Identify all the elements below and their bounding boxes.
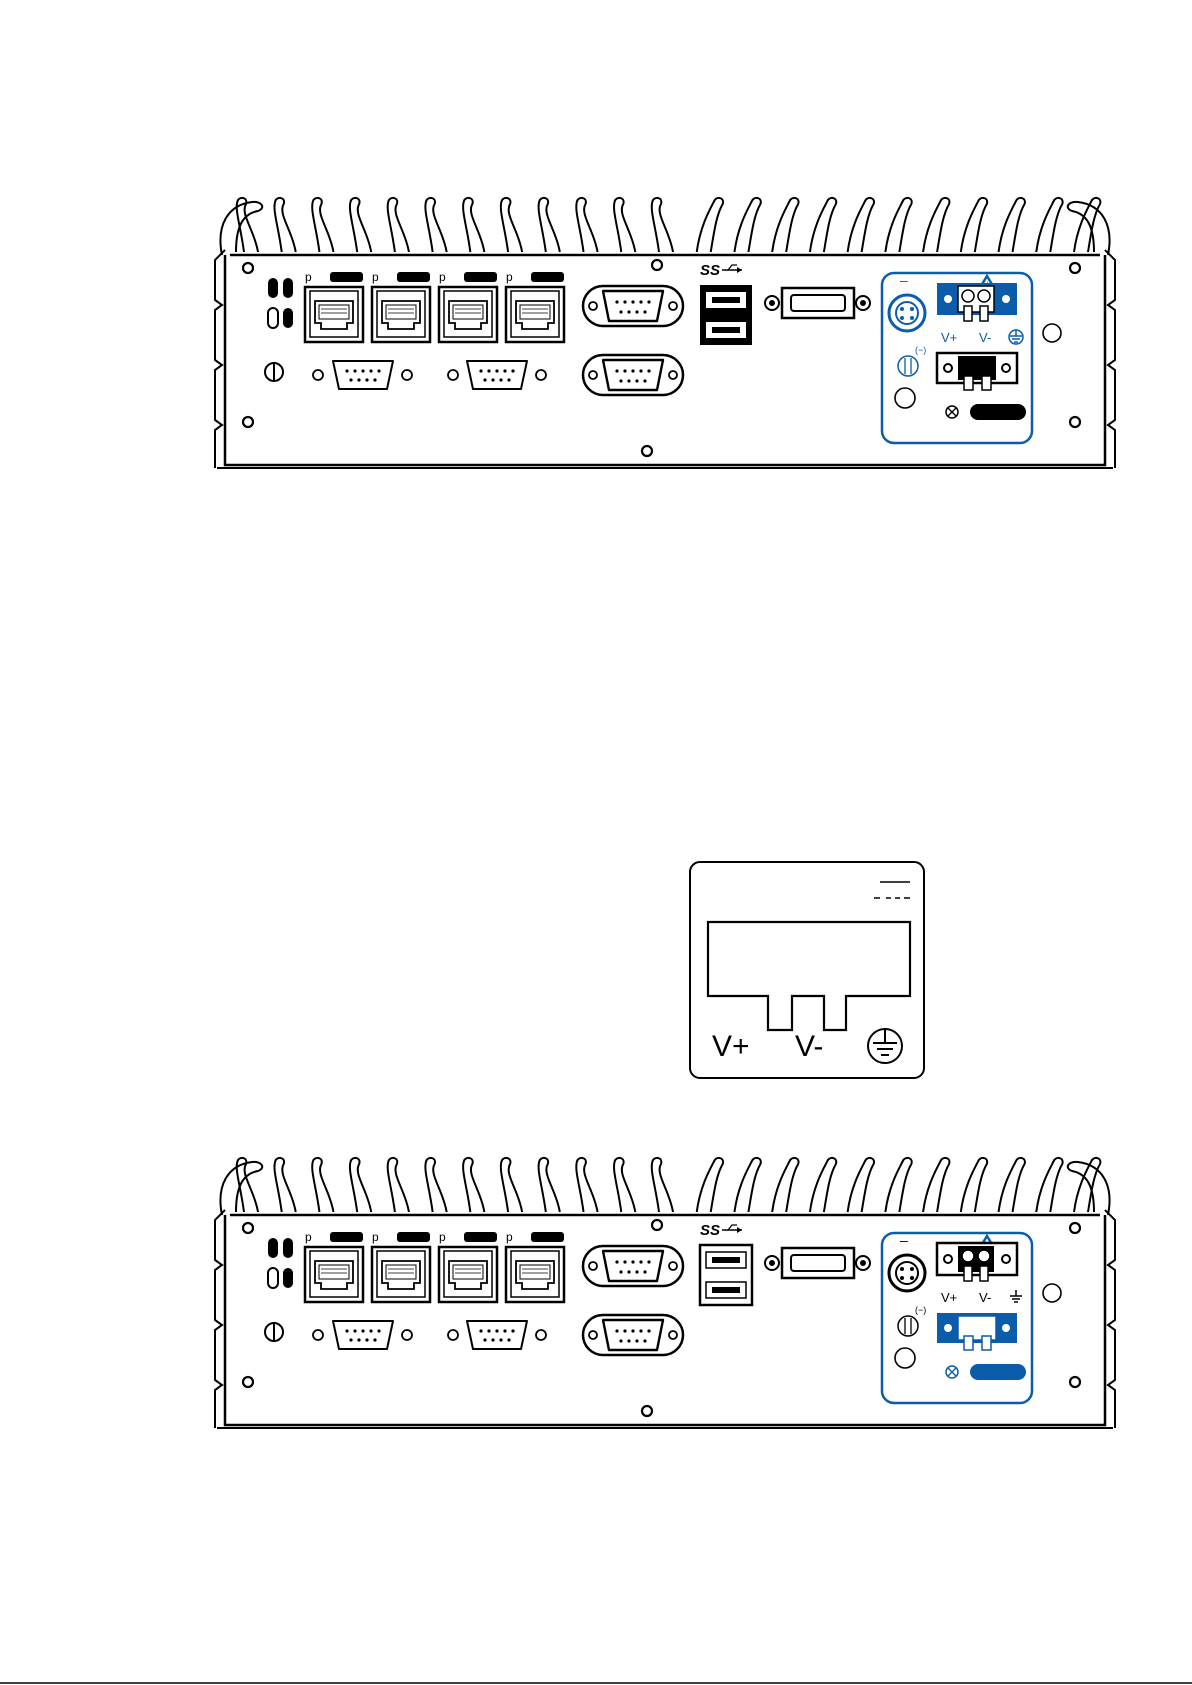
- heatsink-fin: [425, 198, 446, 252]
- usb-logo: SS: [700, 1222, 720, 1239]
- usb-icon: [722, 1225, 742, 1233]
- ground-symbol-icon: [1009, 330, 1023, 344]
- vplus-label: V+: [941, 1290, 957, 1305]
- heatsink-fin: [772, 198, 798, 252]
- svg-text:p: p: [305, 1230, 312, 1244]
- heatsink-fin: [614, 1158, 635, 1212]
- heatsink-fin: [810, 1158, 836, 1212]
- heatsink-fin: [697, 1158, 723, 1212]
- heatsink-fin: [350, 1158, 371, 1212]
- callout-vminus: V-: [795, 1030, 823, 1063]
- usb-ports[interactable]: SS: [700, 1222, 752, 1305]
- power-input-area: – (−) V+ V-: [882, 272, 1061, 443]
- heatsink-fin: [999, 198, 1025, 252]
- heatsink-fin: [576, 1158, 597, 1212]
- vminus-label: V-: [979, 330, 991, 345]
- led-indicators: [268, 1238, 293, 1288]
- power-button-icon[interactable]: [265, 1323, 283, 1341]
- display-port[interactable]: [765, 288, 870, 318]
- heatsink-fin: [697, 198, 723, 252]
- serial-port-small[interactable]: [313, 361, 546, 389]
- display-port[interactable]: [765, 1248, 870, 1278]
- heatsink-fin: [539, 1158, 560, 1212]
- heatsink-fin: [388, 198, 409, 252]
- panel-top: p p p p SS: [215, 198, 1115, 468]
- heatsink-fin: [885, 1158, 911, 1212]
- fuse-icon: [946, 406, 958, 418]
- heatsink-fin: [539, 198, 560, 252]
- heatsink-fin: [1074, 198, 1100, 252]
- fuse-icon: [946, 1366, 958, 1378]
- vplus-label: V+: [941, 330, 957, 345]
- power-button-icon[interactable]: [265, 363, 283, 381]
- com-ports[interactable]: [583, 1246, 683, 1355]
- heatsink-fin: [274, 1158, 295, 1212]
- svg-text:p: p: [372, 1230, 379, 1244]
- mouse-port-label: (−): [915, 345, 926, 355]
- heatsink-fin: [388, 1158, 409, 1212]
- svg-text:p: p: [506, 270, 513, 284]
- heatsink-fins: [220, 198, 1109, 255]
- heatsink-fin: [614, 198, 635, 252]
- heatsink-fin: [425, 1158, 446, 1212]
- com-ports[interactable]: [583, 286, 683, 395]
- usb-icon: [722, 265, 742, 273]
- heatsink-fin: [999, 1158, 1025, 1212]
- mouse-port-label: (−): [915, 1305, 926, 1315]
- callout-vplus: V+: [712, 1030, 750, 1063]
- terminal-callout: V+ V-: [690, 862, 924, 1078]
- heatsink-fin: [923, 198, 949, 252]
- led-indicators: [268, 278, 293, 328]
- usb-logo: SS: [700, 262, 720, 279]
- heatsink-fin: [576, 198, 597, 252]
- heatsink-fin: [961, 198, 987, 252]
- heatsink-fin: [312, 198, 333, 252]
- panel-bottom: p p p p SS: [215, 1158, 1115, 1428]
- heatsink-fin: [463, 1158, 484, 1212]
- power-input-area: – (−) V+ V-: [882, 1232, 1061, 1403]
- svg-text:p: p: [305, 270, 312, 284]
- heatsink-fin: [652, 1158, 673, 1212]
- heatsink-fin: [848, 1158, 874, 1212]
- heatsink-fin: [501, 198, 522, 252]
- svg-text:p: p: [439, 1230, 446, 1244]
- svg-text:–: –: [900, 1232, 908, 1248]
- heatsink-fin: [772, 1158, 798, 1212]
- heatsink-fin: [923, 1158, 949, 1212]
- serial-port-small[interactable]: [313, 1321, 546, 1349]
- heatsink-fin: [1074, 1158, 1100, 1212]
- heatsink-fin: [1036, 198, 1062, 252]
- heatsink-fin: [848, 198, 874, 252]
- ground-symbol-icon: [1010, 1290, 1022, 1302]
- svg-text:p: p: [506, 1230, 513, 1244]
- svg-text:p: p: [439, 270, 446, 284]
- heatsink-fin: [734, 198, 760, 252]
- svg-text:p: p: [372, 270, 379, 284]
- heatsink-fin: [350, 198, 371, 252]
- heatsink-fin: [501, 1158, 522, 1212]
- heatsink-fin: [274, 198, 295, 252]
- heatsink-fin: [1036, 1158, 1062, 1212]
- heatsink-fin: [961, 1158, 987, 1212]
- heatsink-fin: [734, 1158, 760, 1212]
- heatsink-fins: [220, 1158, 1109, 1215]
- heatsink-fin: [463, 198, 484, 252]
- vminus-label: V-: [979, 1290, 991, 1305]
- lan-ports[interactable]: p p p p: [305, 270, 564, 342]
- heatsink-fin: [652, 198, 673, 252]
- svg-text:–: –: [900, 272, 908, 288]
- heatsink-fin: [312, 1158, 333, 1212]
- heatsink-fin: [810, 198, 836, 252]
- lan-ports[interactable]: p p p p: [305, 1230, 564, 1302]
- usb-ports[interactable]: SS: [700, 262, 752, 345]
- heatsink-fin: [885, 198, 911, 252]
